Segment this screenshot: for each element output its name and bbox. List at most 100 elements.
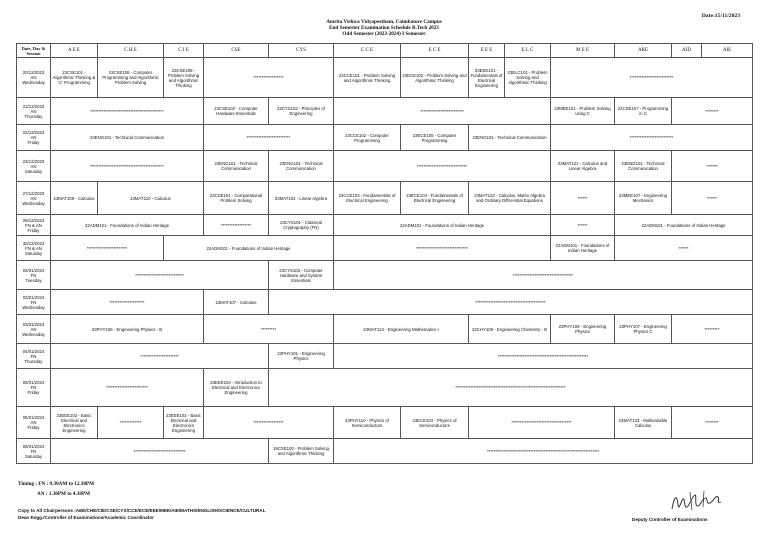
- exam-cell: 23CSE102 - Computer Hardware Essentials: [203, 97, 269, 125]
- column-header: ARE: [614, 43, 672, 58]
- date-session-line: Saturday: [24, 250, 43, 256]
- date-session-line: 29/12/2023: [22, 217, 45, 223]
- date-session-line: 05/01/2024: [22, 415, 45, 420]
- exam-cell: ****************************************…: [333, 343, 753, 369]
- column-header: Date, Day & Session: [16, 43, 51, 58]
- date-session-line: Wednesday: [22, 80, 45, 85]
- column-header: C H E: [97, 43, 164, 58]
- exam-cell: 23MAT124 - Engineering Mathematics I: [333, 314, 469, 344]
- column-header: C I E: [163, 43, 204, 58]
- exam-cell: *********: [203, 314, 334, 344]
- exam-cell: 23CCE101 - Problem Solving and Algorithm…: [333, 57, 401, 98]
- date-session-line: AN: [30, 75, 37, 80]
- exam-cell: ******: [671, 181, 753, 215]
- column-header: E L C: [504, 43, 551, 58]
- exam-cell: 23CHY109 - Engineering Chemistry - B: [468, 314, 551, 344]
- copy-to-line-2: Dean Engg./Controller of Examinations/Ac…: [18, 515, 154, 520]
- date-session-line: Wednesday: [22, 331, 45, 337]
- column-header: A E E: [50, 43, 98, 58]
- column-header: CYS: [268, 43, 334, 58]
- date-session-line: 27/12/2023: [22, 190, 45, 196]
- timing-an: AN : 1.30PM to 4.30PM: [37, 491, 91, 497]
- exam-cell: 23CSE101 - Computational Problem Solving: [203, 181, 269, 215]
- exam-cell: 23MAT133 - Multivariable Calculus: [614, 406, 672, 439]
- exam-cell: 23CSE101 - Algorithmic Thinking & 'C' Pr…: [50, 57, 98, 98]
- exam-cell: ******: [614, 235, 753, 261]
- exam-cell: 23PHY107 - Engineering Physics C: [614, 314, 672, 344]
- header-title: End Semester Examination Schedule B.Tech…: [329, 25, 439, 31]
- exam-cell: 23CSE106 - Computer Programming and Algo…: [97, 57, 164, 98]
- exam-cell: 23EEE101 - Fundamentals of Electrical En…: [468, 57, 505, 98]
- exam-cell: 23MAT121 - Calculus and Linear Algebra: [550, 150, 615, 182]
- date-session-line: AN: [30, 135, 37, 140]
- date-session-line: FN: [30, 448, 37, 454]
- date-session-line: Thursday: [24, 358, 43, 364]
- exam-cell: 23EEE104 - Introduction to Electrical an…: [203, 368, 269, 407]
- exam-cell: 23MAT122 - Calculus, Matrix Algebra and …: [468, 181, 551, 215]
- timing-fn: Timing : FN : 9.30AM to 12.30PM: [18, 481, 94, 487]
- exam-cell: ******: [550, 181, 615, 215]
- date-session-line: 23/12/2023: [22, 158, 45, 164]
- column-header: C C E: [333, 43, 401, 58]
- exam-cell: 23CYS101 - Classical Cryptography (FN): [268, 214, 334, 236]
- date-session-line: Saturday: [24, 453, 43, 459]
- date-session-line: 03/01/2024: [22, 294, 45, 300]
- date-session-line: 21/12/2023: [22, 103, 45, 109]
- exam-cell: 23MEE101 - Problem Solving using C: [550, 97, 615, 125]
- date-session-line: Wednesday: [22, 200, 45, 206]
- date-session-line: 02/01/2024: [22, 267, 45, 273]
- date-session-line: AN: [30, 108, 37, 114]
- column-header: AID: [671, 43, 702, 58]
- exam-cell: *******************************: [50, 438, 269, 464]
- exam-cell: 23PHY110 - Physics of Semiconductors: [333, 406, 401, 439]
- date-session-line: 06/01/2024: [22, 443, 45, 449]
- header-semester: Odd Semester (2023-2024) I Semester: [342, 31, 426, 37]
- exam-cell: 23MAT107 - Calculus: [203, 289, 269, 315]
- exam-cell: 22ADM101 - Foundations of Indian Heritag…: [163, 235, 334, 261]
- exam-cell: 22ADM101 - Foundations of Indian Heritag…: [50, 214, 204, 236]
- date-session-line: Wednesday: [22, 304, 45, 310]
- exam-cell: 23EEE102 - Basic Electrical and Electron…: [50, 406, 98, 439]
- exam-cell: 23ENG101 - Technical Communication: [50, 124, 204, 151]
- date-session-line: AN: [30, 163, 37, 169]
- date-session-line: Tuesday: [25, 277, 42, 283]
- exam-cell: 23CCE103 - Fundamentals of Electrical En…: [333, 181, 401, 215]
- date-session-line: 20/12/2023: [22, 70, 45, 75]
- exam-cell: ******: [550, 214, 615, 236]
- exam-cell: ****************************************…: [333, 438, 753, 464]
- signatory-title: Deputy Controller of Examinations: [632, 517, 708, 522]
- document-header: Amrita Vishwa Vidyapeetham, Coimbatore C…: [0, 19, 768, 37]
- header-institution: Amrita Vishwa Vidyapeetham, Coimbatore C…: [326, 19, 442, 25]
- exam-cell: 23CSE107 - Programming in C: [614, 97, 672, 125]
- exam-cell: 23MAT109 - Calculus: [50, 181, 98, 215]
- exam-cell: 23ECE105 - Computer Programming: [400, 124, 469, 151]
- date-session-line: Thursday: [24, 113, 43, 119]
- exam-cell: ************************************: [468, 406, 615, 439]
- exam-cell: ***********************: [50, 343, 269, 369]
- date-session-line: FN & AN: [25, 245, 42, 251]
- exam-cell: 23CCE102 - Computer Programming: [333, 124, 401, 151]
- date-session-line: 04/01/2024: [22, 348, 45, 354]
- exam-cell: ******************: [203, 406, 334, 439]
- exam-cell: ************************: [50, 235, 164, 261]
- exam-cell: 23ECE102 - Problem Solving and Algorithm…: [400, 57, 469, 98]
- exam-cell: *********************: [50, 289, 204, 315]
- exam-cell: 23PHY101 - Engineering Physics: [268, 343, 334, 369]
